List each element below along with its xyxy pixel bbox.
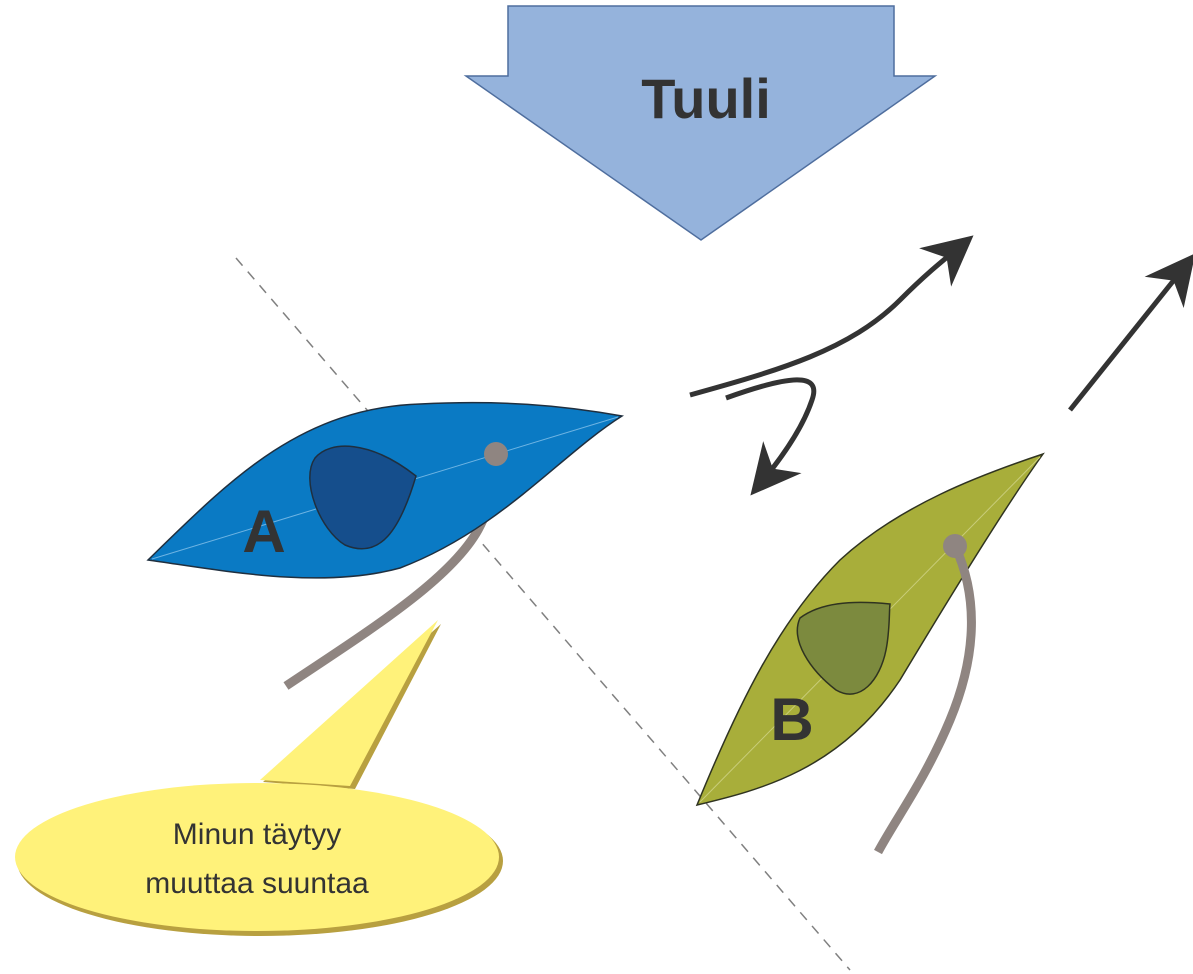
course-arrows (689, 235, 1193, 496)
boat-a: A (146, 401, 625, 690)
boat-a-sail (309, 445, 417, 550)
boat-b-mast (943, 534, 967, 558)
boat-a-mast (484, 442, 508, 466)
boat-a-option-upwind-arrow (689, 235, 974, 398)
wind-label: Tuuli (641, 67, 771, 130)
boat-a-option-turn-arrow (725, 377, 817, 496)
boat-b-sail (796, 601, 891, 695)
boat-b-wake (874, 544, 976, 855)
wind-arrow: Tuuli (463, 5, 938, 241)
speech-bubble-line-1: Minun täytyy (173, 818, 341, 851)
speech-bubble: Minun täytyy muuttaa suuntaa (15, 620, 503, 936)
speech-bubble-body (15, 783, 499, 931)
boat-b: B (695, 452, 1045, 855)
speech-bubble-tail (260, 620, 438, 786)
boat-b-course-arrow (1068, 253, 1193, 412)
boat-b-label: B (770, 686, 813, 753)
bow-line (235, 257, 851, 971)
wind-arrow-shape (463, 5, 938, 241)
boat-a-label: A (242, 498, 285, 565)
speech-bubble-line-2: muuttaa suuntaa (145, 867, 369, 900)
